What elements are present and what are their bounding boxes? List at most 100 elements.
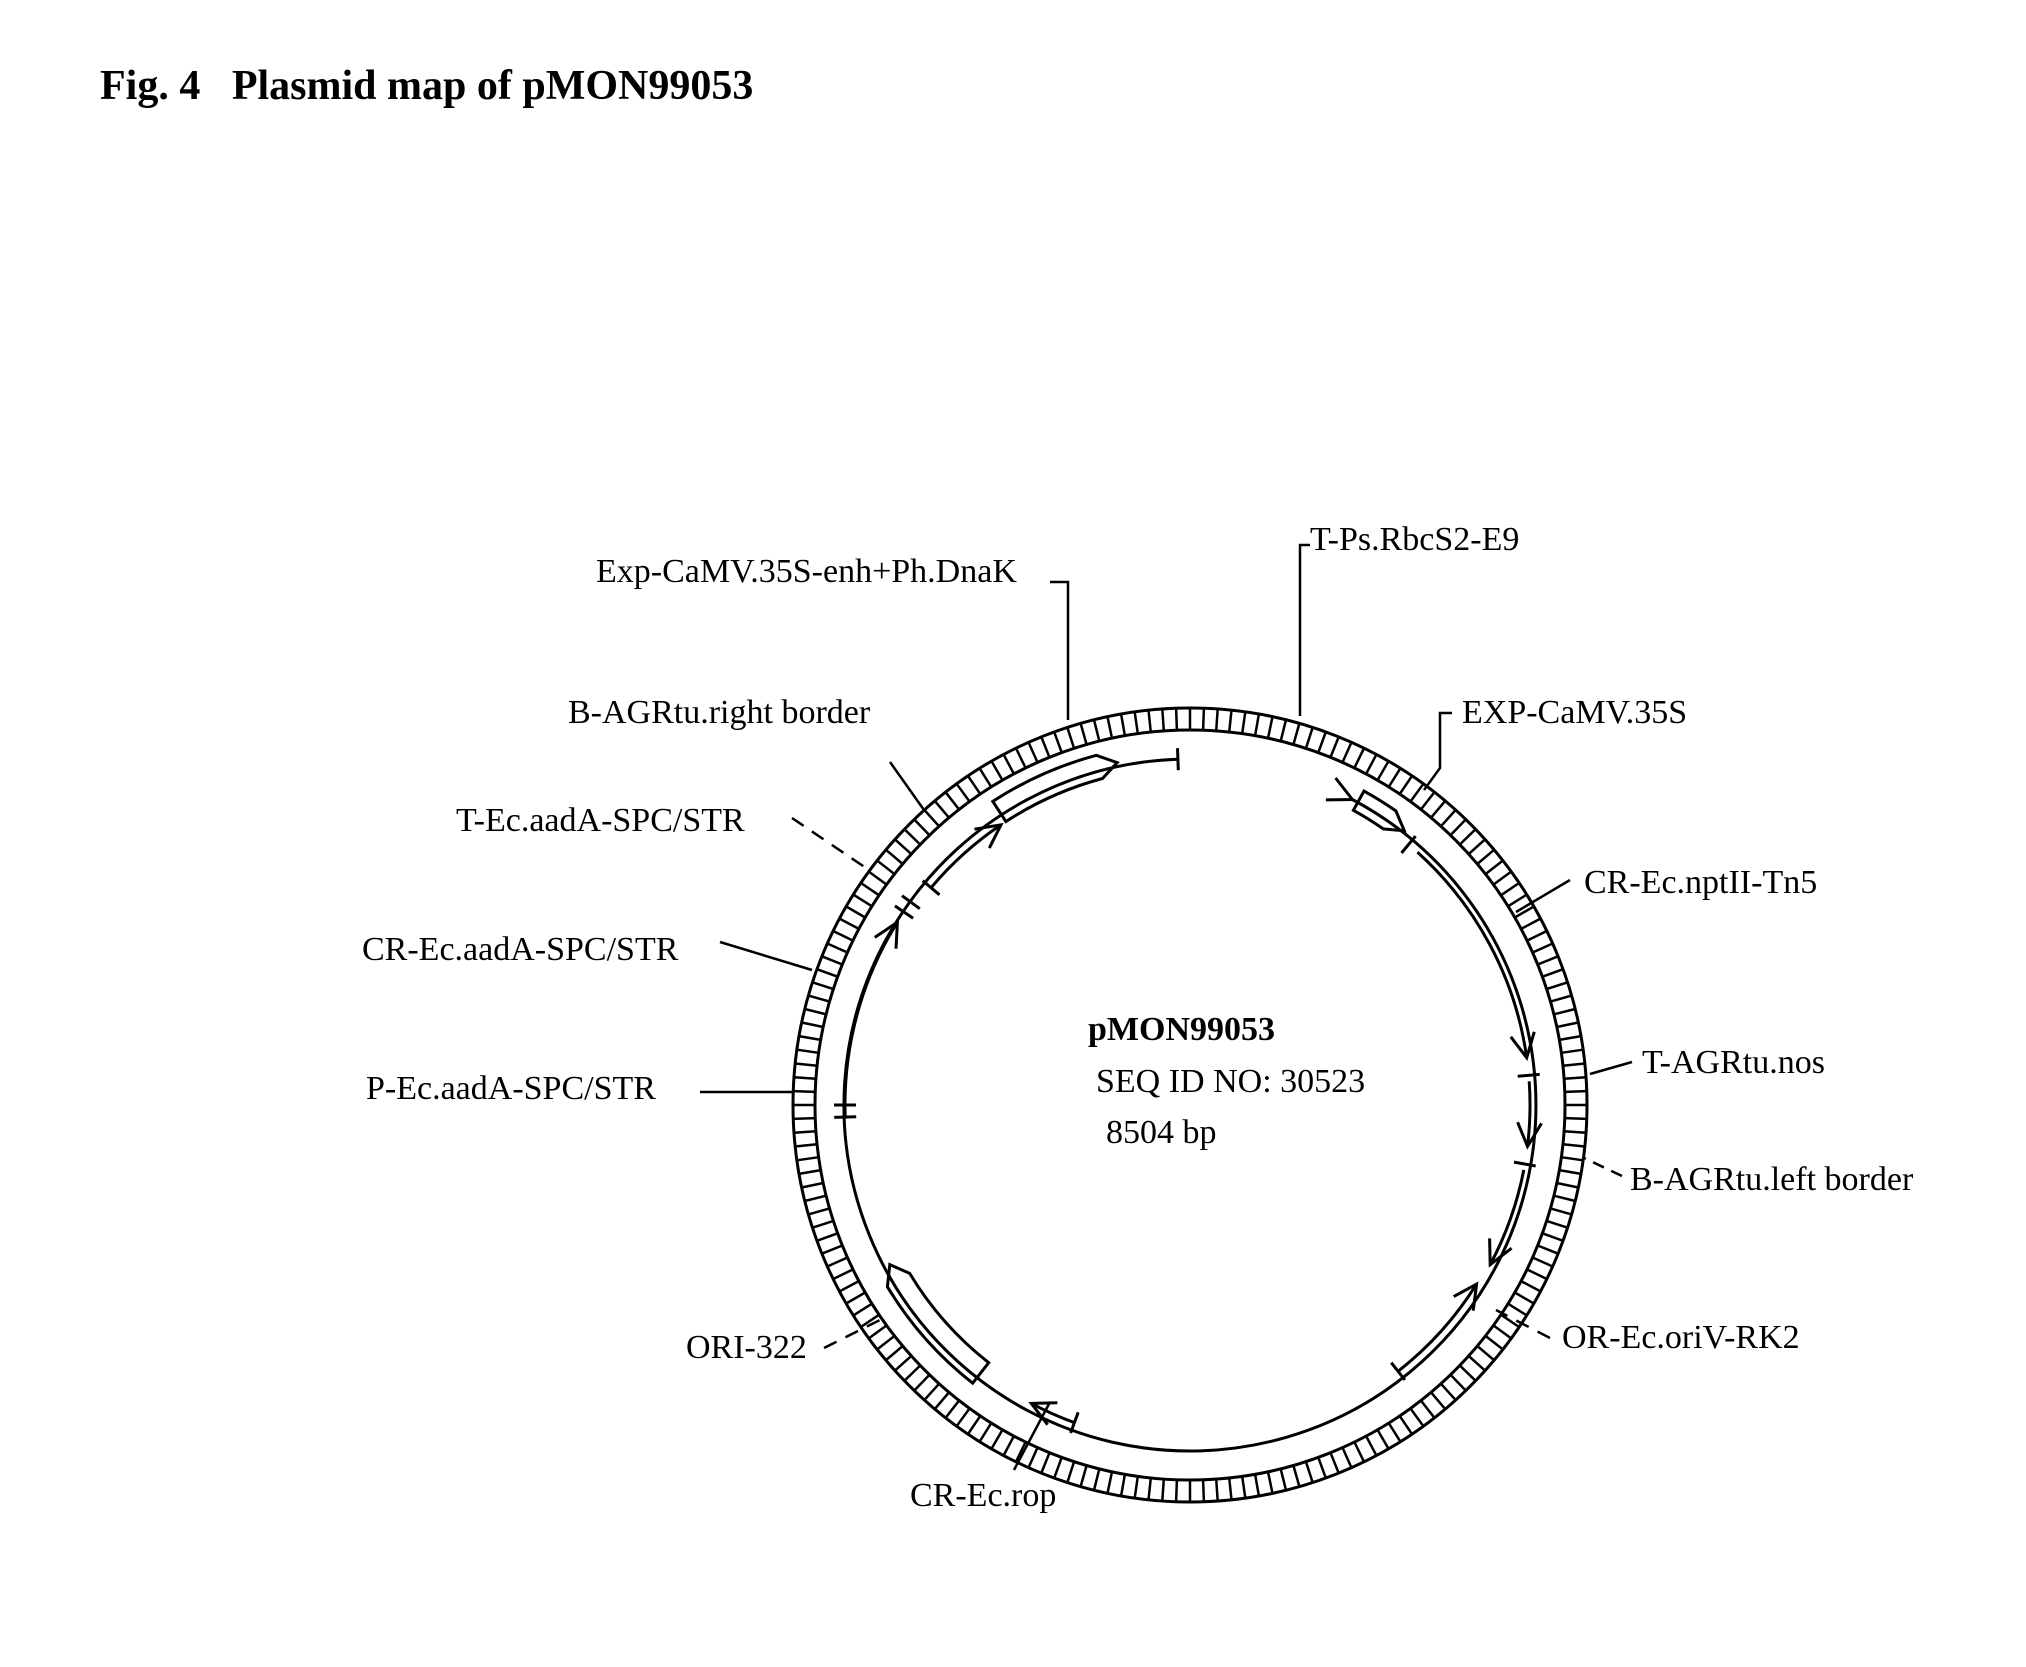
ring-segment-tick	[1329, 736, 1340, 758]
ring-segment-tick	[1214, 1479, 1219, 1502]
leader-b-right-border	[888, 761, 926, 811]
ring-segment-tick	[1550, 994, 1572, 1003]
ring-segment-tick	[1304, 727, 1314, 749]
ring-segment-tick	[1526, 929, 1548, 942]
label-p-aada: P-Ec.aadA-SPC/STR	[366, 1070, 656, 1107]
ring-segment-tick	[1559, 1168, 1582, 1176]
ring-segment-tick	[1564, 1076, 1587, 1081]
ring-segment-tick	[966, 1415, 982, 1435]
ring-segment-tick	[860, 881, 880, 897]
ring-segment-tick	[1002, 1435, 1016, 1457]
ring-segment-tick	[1449, 818, 1467, 837]
camv35s-box	[1351, 788, 1407, 833]
leader-ori-322	[823, 1316, 885, 1350]
ring-segment-tick	[1500, 1313, 1520, 1329]
ring-segment-tick	[1133, 1476, 1140, 1499]
feature-arrows	[834, 748, 1543, 1453]
ring-segment-tick	[1317, 1456, 1327, 1479]
ring-segment-tick	[1532, 1256, 1554, 1268]
label-cr-aada: CR-Ec.aadA-SPC/STR	[362, 931, 679, 968]
ring-segment-tick	[1561, 1155, 1584, 1162]
ring-segment-tick	[894, 838, 913, 856]
ring-segment-tick	[821, 955, 843, 966]
leader-lines	[700, 543, 1633, 1471]
ring-segment-tick	[1430, 1391, 1447, 1410]
ring-segment-tick	[1079, 723, 1088, 745]
ori-322-box	[885, 1262, 991, 1386]
ring-segment-tick	[1040, 1452, 1051, 1474]
ring-segment-tick	[1484, 1334, 1504, 1351]
ring-segment-tick	[793, 1116, 816, 1121]
ring-segment-tick	[795, 1062, 818, 1068]
ring-segment-tick	[832, 1268, 854, 1281]
ring-segment-tick	[1027, 1447, 1039, 1469]
ring-segment-tick	[1341, 741, 1353, 763]
ring-segment-tick	[1561, 1048, 1584, 1055]
ring-segment-tick	[1458, 1364, 1477, 1382]
ring-segment-tick	[933, 1391, 950, 1410]
ring-segment-tick	[1253, 713, 1261, 736]
ring-segment-tick	[933, 800, 950, 819]
nos-arrowhead	[1516, 1121, 1543, 1150]
ring-segment-tick	[1002, 753, 1016, 775]
ring-segment-tick	[1532, 942, 1554, 954]
ring-segment-tick	[796, 1155, 819, 1162]
ring-segment-tick	[808, 994, 830, 1003]
label-exp-camv35s: EXP-CaMV.35S	[1462, 694, 1687, 731]
ring-segment-tick	[1240, 1476, 1247, 1499]
ring-segment-tick	[1040, 736, 1051, 758]
ring-segment-tick	[1387, 767, 1402, 788]
ring-segment-tick	[1119, 713, 1127, 736]
ring-segment-tick	[1492, 1324, 1512, 1340]
plasmid-size: 8504 bp	[1106, 1114, 1217, 1151]
ring-segment-tick	[1449, 1373, 1467, 1392]
ring-segment-tick	[955, 783, 971, 803]
rop-start-bar	[1069, 1411, 1080, 1434]
ring-segment-tick	[793, 1129, 816, 1134]
ring-segment-tick	[966, 775, 982, 795]
ring-segment-tick	[868, 870, 888, 886]
label-t-ps-rbcs2: T-Ps.RbcS2-E9	[1310, 521, 1519, 558]
ring-segment-tick	[798, 1034, 821, 1042]
ring-segment-tick	[978, 1422, 993, 1443]
ring-segment-tick	[978, 767, 993, 788]
oriv-arc	[1397, 1283, 1478, 1373]
ring-segment-tick	[1476, 1345, 1495, 1362]
ring-segment-tick	[1564, 1089, 1587, 1094]
left-border-bar	[1513, 1160, 1536, 1168]
ring-segment-tick	[1364, 753, 1378, 775]
ring-segment-tick	[1398, 775, 1414, 795]
ring-segment-tick	[903, 1364, 922, 1382]
ring-segment-tick	[1014, 1441, 1027, 1463]
ring-segment-tick	[816, 968, 839, 978]
ring-segment-tick	[1500, 881, 1520, 897]
left-border-arc	[1488, 1169, 1526, 1266]
ring-segment-tick	[894, 1354, 913, 1372]
leader-or-oriv	[1495, 1308, 1551, 1340]
ring-segment-tick	[1253, 1474, 1261, 1497]
plasmid-seq-id: SEQ ID NO: 30523	[1096, 1063, 1365, 1100]
ring-segment-tick	[1092, 1468, 1101, 1491]
ring-segment-tick	[1409, 783, 1425, 803]
ring-segment-tick	[793, 1089, 816, 1094]
ring-segment-tick	[1520, 917, 1542, 931]
ring-segment-tick	[1564, 1129, 1587, 1134]
ring-segment-tick	[1014, 747, 1027, 769]
ring-segment-tick	[1147, 1477, 1153, 1500]
leader-b-left-border	[1583, 1156, 1623, 1178]
label-t-agrtu-nos: T-AGRtu.nos	[1642, 1044, 1825, 1081]
left-border-arrowhead	[1488, 1238, 1513, 1268]
ring-segment-tick	[1353, 747, 1366, 769]
ring-segment-tick	[913, 818, 931, 837]
nos-arc	[1526, 1081, 1532, 1147]
ring-segment-tick	[955, 1407, 971, 1427]
ring-segment-tick	[1147, 710, 1153, 733]
ring-segment-tick	[1266, 716, 1274, 739]
label-b-right-border: B-AGRtu.right border	[568, 694, 871, 731]
ring-segment-tick	[838, 1279, 860, 1293]
leader-cr-nptii	[1515, 878, 1571, 914]
ring-segment-tick	[944, 1399, 961, 1419]
label-b-left-border: B-AGRtu.left border	[1630, 1161, 1914, 1198]
ring-segment-tick	[1266, 1471, 1274, 1494]
ring-segment-tick	[826, 1256, 848, 1268]
